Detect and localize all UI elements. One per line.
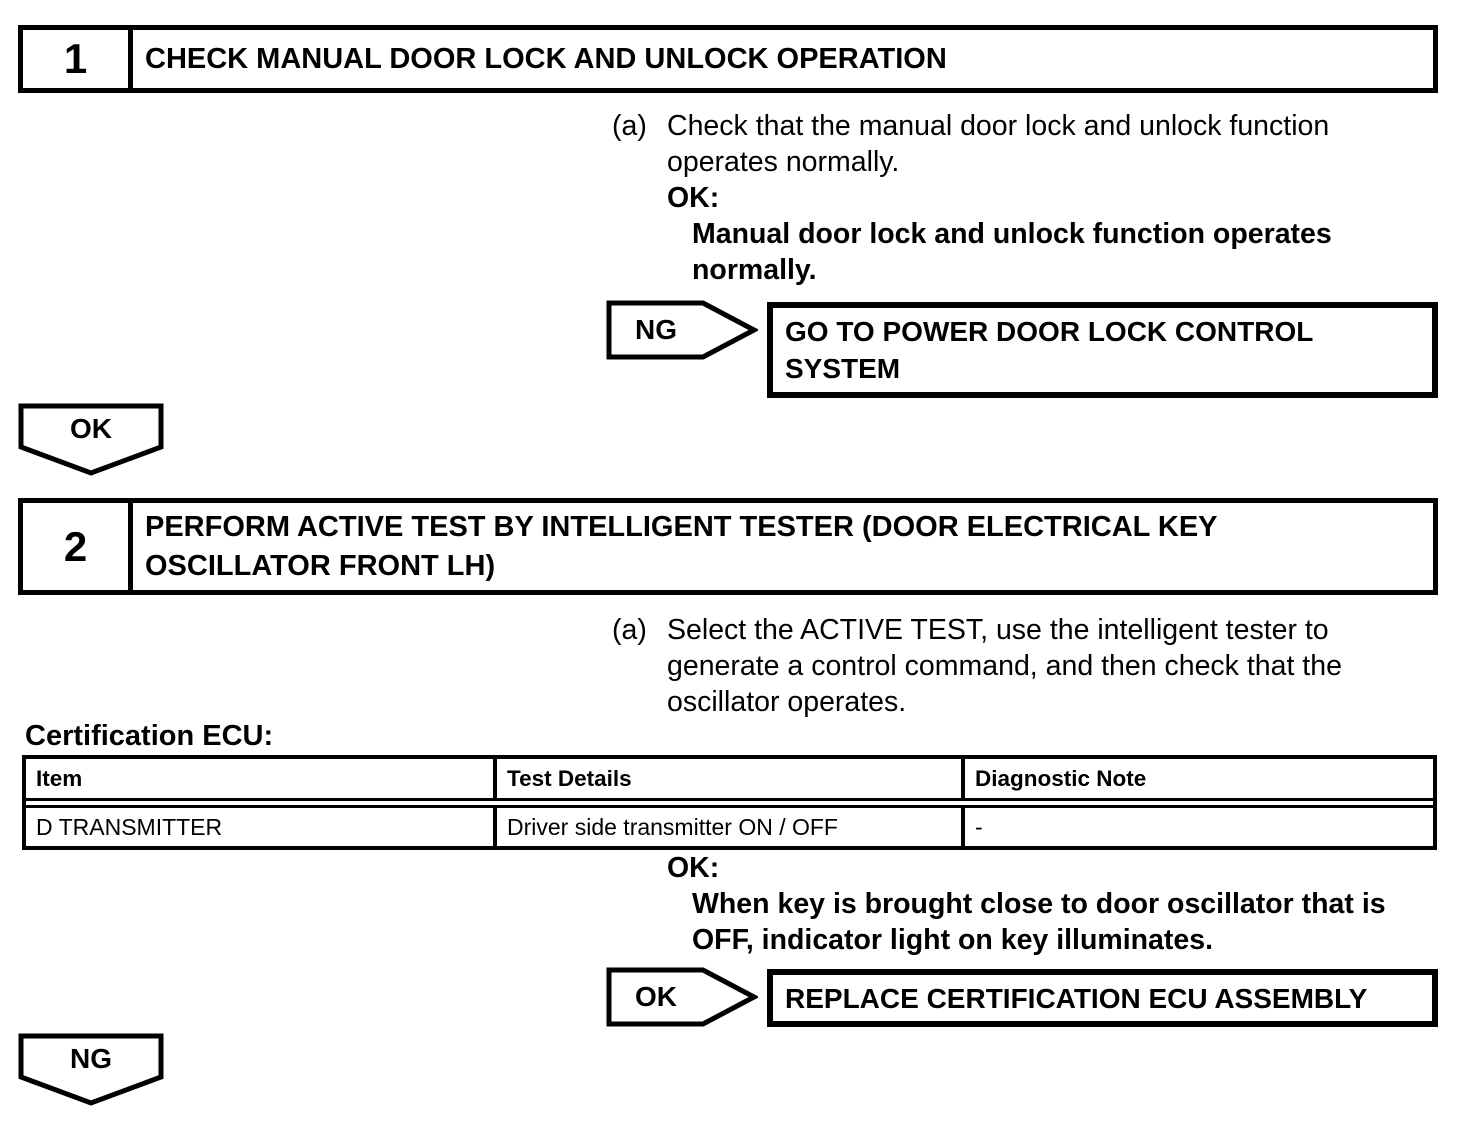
table-cell-test-details: Driver side transmitter ON / OFF: [497, 808, 965, 846]
step1-number: 1: [23, 30, 133, 88]
step1-result-pentagon: OK: [18, 403, 164, 477]
right-arrow-shape-icon: [606, 300, 758, 360]
table-cell-diagnostic-note: -: [975, 814, 983, 840]
step1-ng-branch-arrow: NG: [606, 300, 758, 360]
step2-ok-action-box: REPLACE CERTIFICATION ECU ASSEMBLY: [767, 969, 1438, 1027]
step2-result-pentagon: NG: [18, 1033, 164, 1107]
step2-instruction: (a) Select the ACTIVE TEST, use the inte…: [612, 612, 1342, 720]
step1-ok-label: OK:: [667, 182, 720, 214]
table-row: D TRANSMITTER Driver side transmitter ON…: [26, 808, 1433, 846]
down-pentagon-shape-icon: [18, 403, 164, 476]
step2-ok-criteria: When key is brought close to door oscill…: [692, 888, 1386, 956]
step2-ok-branch-label: OK: [635, 981, 677, 1012]
step1-title: CHECK MANUAL DOOR LOCK AND UNLOCK OPERAT…: [145, 42, 947, 75]
step2-number: 2: [23, 503, 133, 590]
table-header-test-details: Test Details: [497, 759, 965, 798]
table-header-row: Item Test Details Diagnostic Note: [26, 759, 1433, 808]
step2-instruction-label: (a): [612, 614, 647, 646]
table-header-diagnostic-note: Diagnostic Note: [975, 766, 1147, 791]
step2-title: PERFORM ACTIVE TEST BY INTELLIGENT TESTE…: [145, 510, 1218, 582]
step1-header: 1 CHECK MANUAL DOOR LOCK AND UNLOCK OPER…: [18, 25, 1438, 93]
certification-ecu-table: Item Test Details Diagnostic Note D TRAN…: [22, 755, 1437, 850]
step2-ok-branch-arrow: OK: [606, 967, 758, 1027]
right-arrow-shape-icon: [606, 967, 758, 1027]
step1-instruction-label: (a): [612, 110, 647, 142]
step1-ng-branch-label: NG: [635, 314, 677, 345]
step1-ok-criteria: Manual door lock and unlock function ope…: [692, 218, 1332, 286]
down-pentagon-shape-icon: [18, 1033, 164, 1106]
step2-header: 2 PERFORM ACTIVE TEST BY INTELLIGENT TES…: [18, 498, 1438, 595]
step2-ok-label: OK:: [667, 852, 720, 884]
step2-instruction-text: Select the ACTIVE TEST, use the intellig…: [667, 614, 1342, 718]
table-caption: Certification ECU:: [25, 720, 274, 752]
step2-result-label: NG: [70, 1043, 112, 1074]
step1-instruction: (a) Check that the manual door lock and …: [612, 108, 1329, 180]
table-cell-item: D TRANSMITTER: [26, 808, 497, 846]
step1-ng-action-box: GO TO POWER DOOR LOCK CONTROL SYSTEM: [767, 302, 1438, 398]
step1-result-label: OK: [70, 413, 112, 444]
table-header-item: Item: [26, 759, 497, 798]
step1-instruction-text: Check that the manual door lock and unlo…: [667, 110, 1330, 178]
